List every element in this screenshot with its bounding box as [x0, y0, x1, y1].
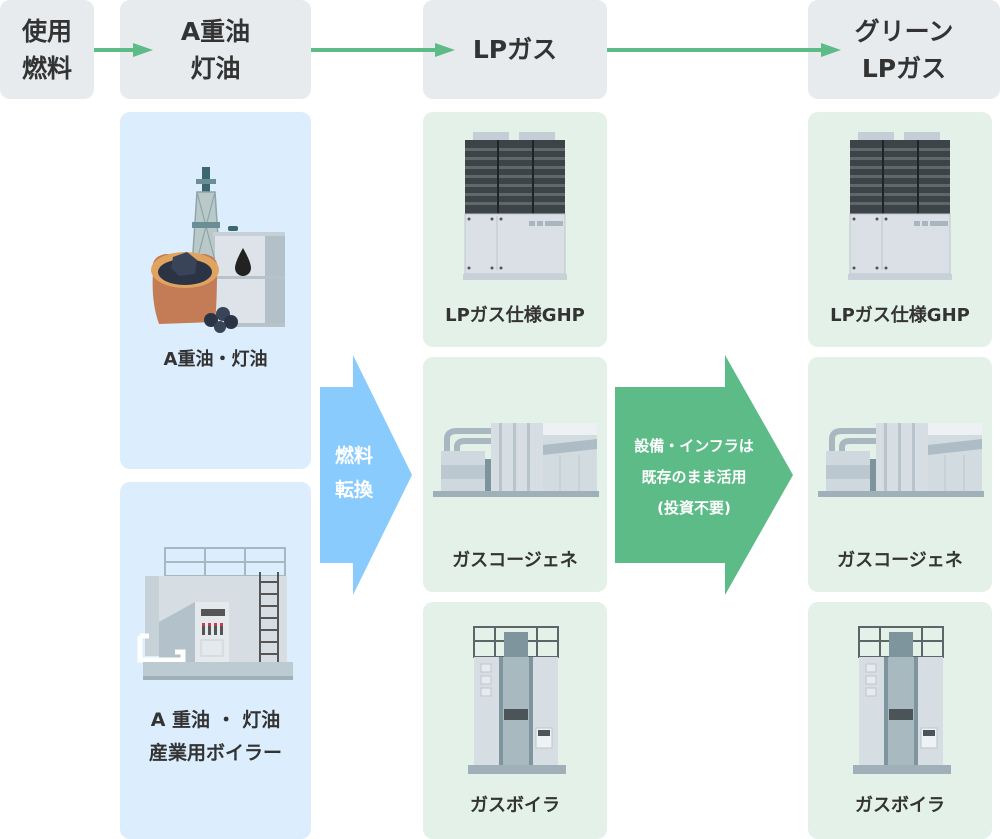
cogeneration-icon [818, 409, 984, 501]
card-label: ガスボイラ [470, 795, 560, 816]
cogeneration-icon [433, 409, 599, 501]
card-label: A 重油 ・ 灯油 産業用ボイラー [148, 709, 282, 764]
card-green-lpgas-ghp: LPガス仕様GHP [808, 112, 992, 347]
gas-boiler-icon [852, 624, 952, 776]
card-green-gas-boiler: ガスボイラ [808, 602, 992, 839]
infrastructure-reuse-arrow: 設備・インフラは 既存のまま活用 (投資不要) [615, 355, 795, 595]
ghp-unit-icon [463, 130, 567, 282]
card-industrial-boiler: A 重油 ・ 灯油 産業用ボイラー [120, 482, 311, 839]
card-gas-cogeneration: ガスコージェネ [423, 357, 607, 592]
card-label: ガスコージェネ [837, 550, 963, 571]
fuel-conversion-label: 燃料 転換 [334, 445, 373, 501]
row-label-fuel: 使用 燃料 [0, 0, 94, 99]
card-green-gas-cogeneration: ガスコージェネ [808, 357, 992, 592]
stage-header-text: グリーン LPガス [854, 16, 954, 83]
infrastructure-reuse-label: 設備・インフラは 既存のまま活用 (投資不要) [634, 437, 754, 517]
fuel-conversion-arrow: 燃料 転換 [320, 355, 415, 595]
card-gas-boiler: ガスボイラ [423, 602, 607, 839]
industrial-boiler-icon [135, 542, 295, 682]
card-label: ガスボイラ [855, 795, 945, 816]
oil-drum-coal-icon [145, 162, 285, 337]
stage-header-text: A重油 灯油 [180, 16, 251, 83]
card-lpgas-ghp: LPガス仕様GHP [423, 112, 607, 347]
row-label-text: 使用 燃料 [21, 16, 72, 83]
card-label: ガスコージェネ [452, 550, 578, 571]
card-label: LPガス仕様GHP [830, 305, 970, 326]
card-label: LPガス仕様GHP [445, 305, 585, 326]
stage-header-lpgas: LPガス [423, 0, 607, 99]
gas-boiler-icon [467, 624, 567, 776]
card-label: A重油・灯油 [163, 349, 268, 370]
ghp-unit-icon [848, 130, 952, 282]
card-heavy-oil-kerosene: A重油・灯油 [120, 112, 311, 469]
stage-header-text: LPガス [472, 35, 558, 64]
